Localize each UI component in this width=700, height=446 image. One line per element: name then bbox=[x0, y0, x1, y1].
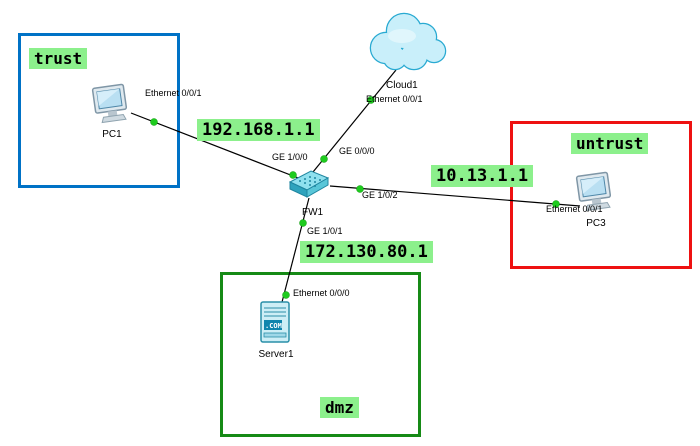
zone-trust-rect bbox=[18, 33, 180, 188]
interface-label-fw1-ge101: GE 1/0/1 bbox=[307, 226, 343, 236]
ip-label-trust-gateway[interactable]: 192.168.1.1 bbox=[197, 119, 320, 141]
server-icon: .COM bbox=[260, 301, 290, 343]
device-server1[interactable]: .COM bbox=[252, 299, 298, 347]
link-fw1-pc3[interactable] bbox=[329, 185, 581, 207]
zone-label-dmz[interactable]: dmz bbox=[320, 397, 359, 418]
zone-untrust-rect bbox=[510, 121, 692, 269]
interface-label-pc3: Ethernet 0/0/1 bbox=[546, 204, 603, 214]
port-dot-pc3 bbox=[552, 200, 560, 208]
server-icon-text: .COM bbox=[265, 322, 282, 330]
device-label-pc3: PC3 bbox=[586, 218, 606, 229]
device-label-server1: Server1 bbox=[258, 349, 294, 360]
port-dot-pc1 bbox=[150, 118, 158, 126]
interface-label-fw1-ge102: GE 1/0/2 bbox=[362, 190, 398, 200]
device-pc3[interactable] bbox=[572, 168, 620, 216]
interface-label-server1: Ethernet 0/0/0 bbox=[293, 288, 350, 298]
port-dot-fw1-ge101 bbox=[299, 219, 307, 227]
device-label-pc1: PC1 bbox=[102, 129, 122, 140]
port-dot-fw1-ge000 bbox=[320, 155, 328, 163]
port-dot-server1 bbox=[282, 291, 290, 299]
pc-icon bbox=[575, 171, 612, 212]
device-fw1[interactable] bbox=[287, 165, 331, 201]
ip-label-dmz-gateway[interactable]: 172.130.80.1 bbox=[300, 241, 433, 263]
port-dot-fw1-ge100 bbox=[289, 171, 297, 179]
link-cloud1-fw1[interactable] bbox=[312, 69, 397, 173]
link-pc1-fw1[interactable] bbox=[130, 112, 307, 182]
zone-dmz-rect bbox=[220, 272, 421, 437]
link-fw1-server1[interactable] bbox=[280, 197, 310, 307]
port-dot-fw1-ge102 bbox=[356, 185, 364, 193]
device-label-cloud1: Cloud1 bbox=[386, 80, 418, 91]
interface-label-pc1: Ethernet 0/0/1 bbox=[145, 88, 202, 98]
device-label-fw1: FW1 bbox=[302, 207, 324, 218]
zone-label-trust[interactable]: trust bbox=[29, 48, 88, 69]
pc-icon bbox=[91, 83, 128, 124]
cloud-icon bbox=[369, 12, 447, 71]
ip-label-untrust-gateway[interactable]: 10.13.1.1 bbox=[431, 165, 534, 187]
zone-label-untrust[interactable]: untrust bbox=[571, 133, 649, 154]
device-cloud1[interactable] bbox=[358, 6, 453, 76]
firewall-icon bbox=[288, 170, 330, 198]
interface-label-cloud1: Ethernet 0/0/1 bbox=[366, 94, 423, 104]
port-dot-cloud1 bbox=[367, 96, 375, 104]
interface-label-fw1-ge100: GE 1/0/0 bbox=[272, 152, 308, 162]
device-pc1[interactable] bbox=[88, 80, 136, 128]
interface-label-fw1-ge000: GE 0/0/0 bbox=[339, 146, 375, 156]
